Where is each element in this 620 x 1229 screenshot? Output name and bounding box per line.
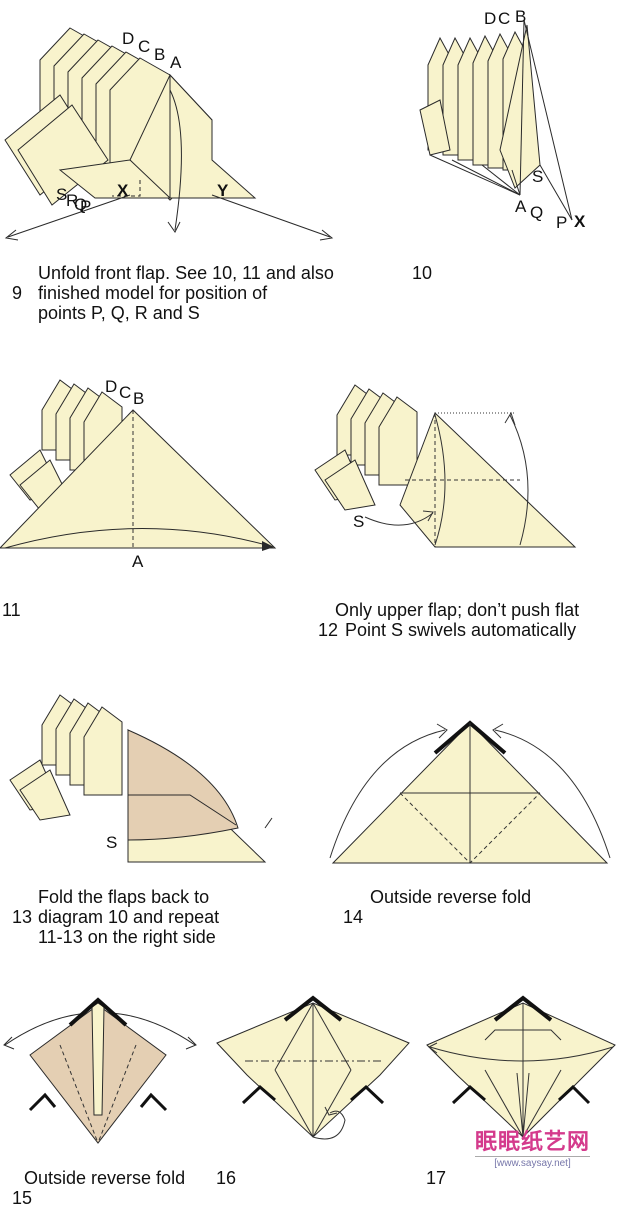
label-Y: Y xyxy=(217,181,229,200)
caption-10: 10 xyxy=(412,263,433,283)
pleat-stack xyxy=(9,694,123,821)
arrow-head-right xyxy=(185,1036,197,1050)
diagram-17 xyxy=(425,995,620,1145)
diagram-11: D C B A xyxy=(0,370,290,571)
label-C: C xyxy=(498,9,510,28)
label-R: R xyxy=(66,191,78,210)
label-B: B xyxy=(133,389,144,408)
flap-crease xyxy=(128,794,237,826)
fold-lines xyxy=(428,1003,614,1138)
front-triangle xyxy=(0,409,277,549)
pleat-stack xyxy=(419,24,541,189)
center-strip xyxy=(91,1002,105,1116)
step-number-14: 14 xyxy=(343,907,364,927)
caption-14: 14 xyxy=(333,887,379,927)
diagram-15-drawing xyxy=(3,997,197,1144)
diagram-9-drawing: D C B A S R Q P X Y xyxy=(4,27,334,241)
small-arrow xyxy=(264,817,273,829)
label-X: X xyxy=(117,181,129,200)
top-edge-thick xyxy=(68,997,128,1027)
label-A: A xyxy=(515,197,527,216)
arrow-head-left xyxy=(3,1036,15,1050)
step-number-12: 12 xyxy=(318,620,339,640)
step-number-13: 13 xyxy=(12,907,33,927)
caption-16: 16 xyxy=(216,1168,237,1188)
caption-9: 9 xyxy=(2,263,48,303)
caption-9-text: Unfold front flap. See 10, 11 and also f… xyxy=(38,263,334,323)
diagram-17-drawing xyxy=(426,995,616,1138)
caption-15-text: Outside reverse fold xyxy=(24,1168,186,1188)
diagram-12: S xyxy=(305,375,585,575)
diagram-14-drawing xyxy=(329,720,611,864)
watermark-brand: 眠眠纸艺网 xyxy=(474,1129,590,1154)
watermark: 眠眠纸艺网 [www.saysay.net] xyxy=(474,1124,590,1169)
fold-arrows xyxy=(4,89,334,241)
label-P: P xyxy=(80,197,91,216)
fold-arrow xyxy=(4,528,271,549)
caption-13-text: Fold the flaps back to diagram 10 and re… xyxy=(38,887,220,947)
label-D: D xyxy=(122,29,134,48)
diagram-11-drawing: D C B A xyxy=(0,377,277,571)
left-wing xyxy=(241,1084,276,1105)
label-D: D xyxy=(105,377,117,396)
label-Q: Q xyxy=(74,195,87,214)
pleat-stack xyxy=(314,384,418,511)
caption-13: 13 xyxy=(2,887,48,927)
diagram-16-drawing xyxy=(216,995,410,1140)
label-C: C xyxy=(138,37,150,56)
swiveled-flap xyxy=(127,729,239,841)
radiating-lines xyxy=(429,19,573,221)
top-edge-thick xyxy=(283,995,343,1022)
diagram-13-drawing: S xyxy=(9,694,273,863)
left-wing xyxy=(28,1092,57,1112)
diagram-15 xyxy=(0,995,205,1150)
caption-14-text: Outside reverse fold xyxy=(370,887,532,907)
fold-lines xyxy=(245,1002,381,1140)
top-edge-thick xyxy=(493,995,553,1022)
caption-15: 15 xyxy=(2,1168,34,1208)
watermark-url: [www.saysay.net] xyxy=(474,1156,590,1169)
fold-lines xyxy=(59,1044,137,1144)
pleat-stack xyxy=(4,27,257,206)
diagram-13: S xyxy=(0,690,290,870)
front-flap xyxy=(399,412,577,548)
label-D: D xyxy=(484,9,496,28)
label-X: X xyxy=(574,212,586,231)
arrow-head xyxy=(262,541,274,551)
caption-12-text: Only upper flap; don’t push flat Point S… xyxy=(335,600,580,640)
diagram-10-drawing: D C B A Q P S X xyxy=(419,7,586,232)
label-C: C xyxy=(119,383,131,402)
label-S: S xyxy=(56,185,67,204)
label-Q: Q xyxy=(530,203,543,222)
diagram-12-drawing: S xyxy=(314,384,577,548)
label-P: P xyxy=(556,213,567,232)
label-S: S xyxy=(532,167,543,186)
left-wing xyxy=(451,1084,486,1105)
diagram-10: D C B A Q P S X xyxy=(400,0,610,240)
caption-17: 17 xyxy=(426,1168,447,1188)
fold-lines xyxy=(364,411,529,547)
label-A: A xyxy=(132,552,144,571)
step-number-9: 9 xyxy=(12,283,23,303)
diagram-9: D C B A S R Q P X Y xyxy=(0,0,360,250)
right-wing xyxy=(139,1092,168,1112)
caption-11: 11 xyxy=(2,600,21,620)
label-B: B xyxy=(515,7,526,26)
step-number-15: 15 xyxy=(12,1188,33,1208)
label-A: A xyxy=(170,53,182,72)
diagram-14 xyxy=(325,718,620,868)
label-S: S xyxy=(106,833,117,852)
diagram-16 xyxy=(215,995,415,1145)
label-B: B xyxy=(154,45,165,64)
right-wing xyxy=(350,1084,385,1105)
label-S: S xyxy=(353,512,364,531)
right-wing xyxy=(557,1084,591,1105)
caption-12: 12 xyxy=(308,600,344,640)
fold-lines xyxy=(329,723,611,864)
